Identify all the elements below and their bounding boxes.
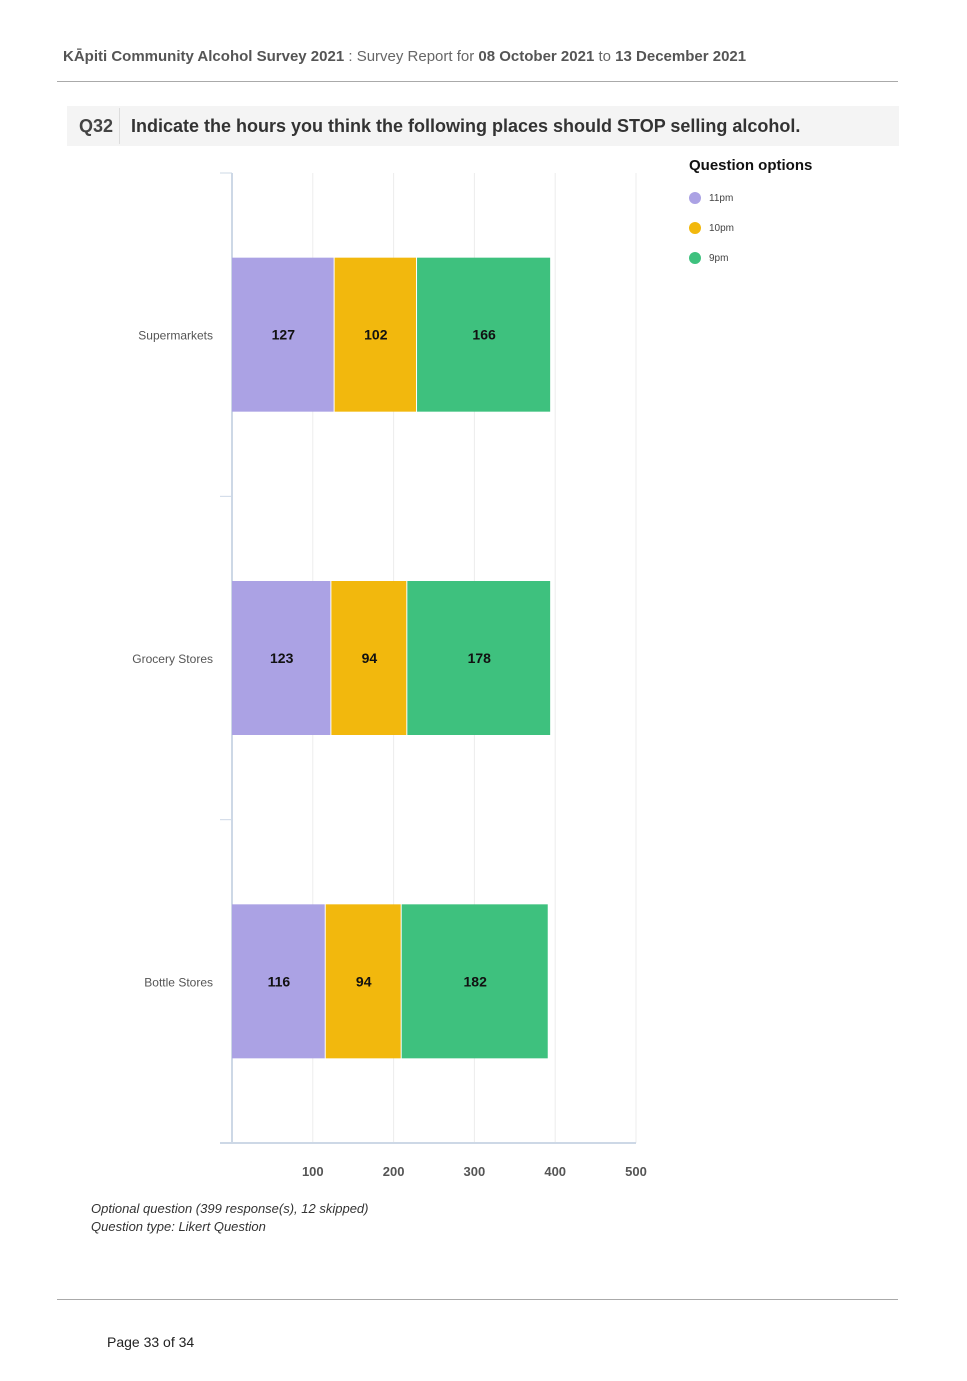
- header-separator: :: [344, 48, 357, 65]
- x-tick-label: 100: [302, 1164, 324, 1179]
- legend-label-10pm: 10pm: [709, 223, 735, 234]
- report-header: KĀpiti Community Alcohol Survey 2021 : S…: [63, 48, 746, 65]
- bar-segment: [407, 581, 551, 735]
- legend-swatch-11pm: [689, 192, 701, 204]
- bar-value-label: 127: [272, 327, 296, 343]
- question-type-note: Question type: Likert Question: [91, 1219, 266, 1234]
- response-count-note: Optional question (399 response(s), 12 s…: [91, 1201, 369, 1216]
- bar-value-label: 102: [364, 327, 388, 343]
- bar-segment: [232, 257, 334, 412]
- survey-name: KĀpiti Community Alcohol Survey 2021: [63, 48, 345, 65]
- category-label: Grocery Stores: [132, 652, 213, 666]
- end-date: 13 December 2021: [615, 48, 747, 65]
- bar-value-label: 94: [362, 650, 378, 666]
- bar-value-label: 116: [268, 973, 291, 989]
- bar-segment: [401, 904, 548, 1059]
- bar-value-label: 94: [356, 973, 372, 989]
- x-tick-label: 300: [464, 1164, 486, 1179]
- category-label: Supermarkets: [138, 329, 213, 343]
- bar-segment: [331, 581, 407, 735]
- legend-swatch-9pm: [689, 252, 701, 264]
- footer-divider: [57, 1299, 898, 1300]
- question-bar: Q32 Indicate the hours you think the fol…: [67, 106, 899, 146]
- bar-value-label: 166: [472, 327, 496, 343]
- legend-label-9pm: 9pm: [709, 253, 729, 264]
- bar-value-label: 182: [464, 973, 488, 989]
- bar-value-label: 178: [468, 650, 492, 666]
- x-tick-label: 500: [625, 1164, 647, 1179]
- x-tick-label: 400: [544, 1164, 566, 1179]
- start-date: 08 October 2021: [478, 48, 595, 65]
- legend-swatch-10pm: [689, 222, 701, 234]
- question-number: Q32: [79, 116, 114, 136]
- x-tick-label: 200: [383, 1164, 405, 1179]
- legend-label-11pm: 11pm: [709, 193, 734, 204]
- question-separator: [119, 108, 120, 144]
- legend-title: Question options: [689, 157, 813, 174]
- page-number: Page 33 of 34: [107, 1334, 195, 1350]
- bar-segment: [325, 904, 401, 1059]
- to-label: to: [594, 48, 616, 65]
- bar-segment: [417, 257, 551, 412]
- bar-segment: [232, 581, 331, 735]
- question-text: Indicate the hours you think the followi…: [131, 116, 801, 136]
- header-divider: [57, 81, 898, 82]
- bar-segment: [334, 257, 417, 412]
- report-for-label: Survey Report for: [356, 48, 479, 65]
- category-label: Bottle Stores: [144, 975, 213, 989]
- bar-segment: [232, 904, 325, 1059]
- bar-value-label: 123: [270, 650, 294, 666]
